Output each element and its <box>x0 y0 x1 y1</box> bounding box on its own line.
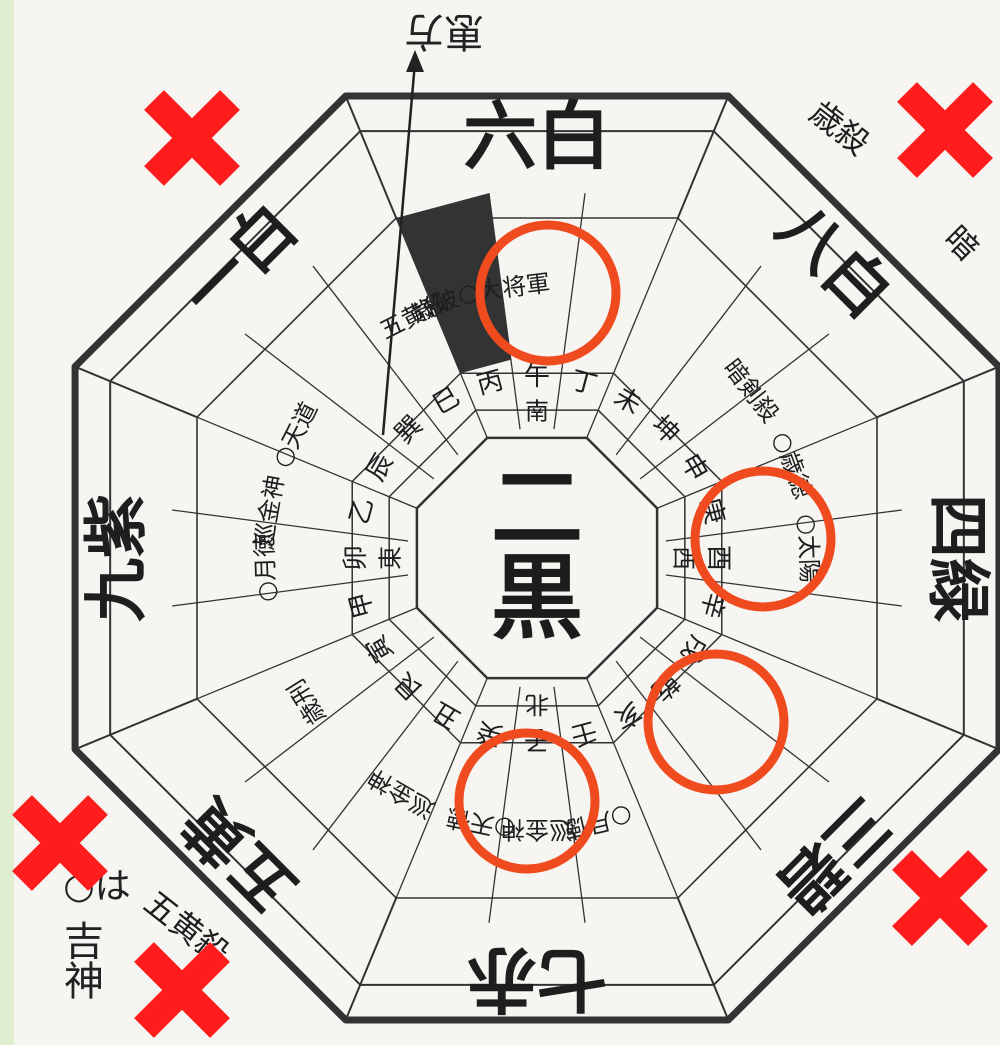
outer-star-label: 三碧 <box>762 783 906 927</box>
outer-divider <box>344 897 398 1021</box>
outer-star-label: 四緑 <box>920 494 995 623</box>
sector-divider <box>553 686 586 923</box>
outer-divider <box>876 365 1000 419</box>
sector-divider <box>244 636 435 783</box>
left-margin-strip <box>0 0 14 1045</box>
branch-label: 丙 <box>474 365 507 401</box>
branch-label: 丑 <box>428 695 466 734</box>
sector-divider <box>172 509 409 542</box>
lucky-direction-label: 恵方 <box>404 8 484 54</box>
branch-label: 丁 <box>567 365 600 401</box>
outer-star-label: 七赤 <box>467 938 608 1021</box>
sector-divider <box>586 677 679 899</box>
branch-label: 申 <box>674 449 713 487</box>
branch-label: 巽 <box>389 410 429 450</box>
branch-label: 甲 <box>344 588 380 621</box>
sector-divider <box>615 660 762 851</box>
branch-label: 巳 <box>428 382 466 421</box>
outer-divider <box>676 95 730 219</box>
label-layer: 六白八白四緑三碧七赤五黄九紫一白南西北東丁午丙巳巽辰乙卯甲寅艮丑癸子壬亥乾戌辛酉… <box>80 93 995 1020</box>
center-number: 二 <box>491 454 583 562</box>
cross-top-left-mark <box>144 90 240 186</box>
marker-layer <box>12 82 993 1038</box>
outer-divider <box>876 697 1000 751</box>
sector-divider <box>244 333 435 480</box>
sector-divider <box>586 217 679 439</box>
center-color: 黒 <box>491 544 583 652</box>
branch-label: 亥 <box>609 695 647 734</box>
branch-label: 未 <box>609 382 647 421</box>
circle-right-mark <box>690 466 836 612</box>
cross-bottom-left-lower-mark <box>134 942 230 1038</box>
sector-divider <box>395 677 488 899</box>
dark-sector-fill <box>396 193 511 374</box>
outer-divider <box>74 365 198 419</box>
sector-divider <box>656 607 878 700</box>
branch-label: 坤 <box>645 410 685 450</box>
sector-note: ○天道 <box>267 398 323 472</box>
cross-bottom-right-mark <box>892 850 988 946</box>
branch-label: 午 <box>524 362 550 392</box>
corner-label: 歳殺 <box>803 93 877 162</box>
branch-label: 酉 <box>703 545 733 571</box>
legend: ○は 吉神 <box>57 866 131 1000</box>
sector-note: ○月徳 <box>250 533 280 603</box>
direction-label: 北 <box>525 691 549 719</box>
direction-label: 東 <box>377 546 405 570</box>
branch-label: 辰 <box>361 449 400 487</box>
circle-lower-right-mark <box>643 649 789 795</box>
sector-note: 巡金神 <box>501 816 573 844</box>
corner-label: 暗 <box>937 218 987 268</box>
sector-divider <box>665 509 902 542</box>
sector-divider <box>312 660 459 851</box>
sector-divider <box>615 265 762 456</box>
circle-bottom-mark <box>454 728 600 874</box>
outer-star-label: 八白 <box>762 189 906 333</box>
branch-label: 卯 <box>341 545 371 571</box>
branch-label: 乙 <box>344 495 380 528</box>
sector-note: 巡金神 <box>250 473 290 549</box>
legend-line-2: 吉神 <box>57 920 103 1000</box>
sector-divider <box>639 636 830 783</box>
outer-star-label: 九紫 <box>80 494 155 622</box>
outer-divider <box>344 95 398 219</box>
circle-top-mark <box>475 220 621 366</box>
cross-top-right-mark <box>897 82 993 178</box>
outer-star-label: 一白 <box>168 189 312 333</box>
sector-divider <box>656 416 878 509</box>
outer-divider <box>676 897 730 1021</box>
sector-note: 巡金神 <box>363 763 439 823</box>
sector-divider <box>488 686 521 923</box>
sector-divider <box>312 265 459 456</box>
sector-divider <box>639 333 830 480</box>
sector-divider <box>196 607 418 700</box>
sector-divider <box>196 416 418 509</box>
outer-star-label: 六白 <box>463 94 610 180</box>
branch-label: 艮 <box>389 666 429 706</box>
cross-bottom-left-upper-mark <box>12 795 108 891</box>
outer-divider <box>74 697 198 751</box>
branch-label: 寅 <box>361 630 400 668</box>
lucky-direction-arrow <box>381 50 424 436</box>
direction-label: 南 <box>525 398 549 426</box>
sector-note: 暗剣殺 <box>718 354 784 428</box>
sector-divider <box>172 574 409 607</box>
